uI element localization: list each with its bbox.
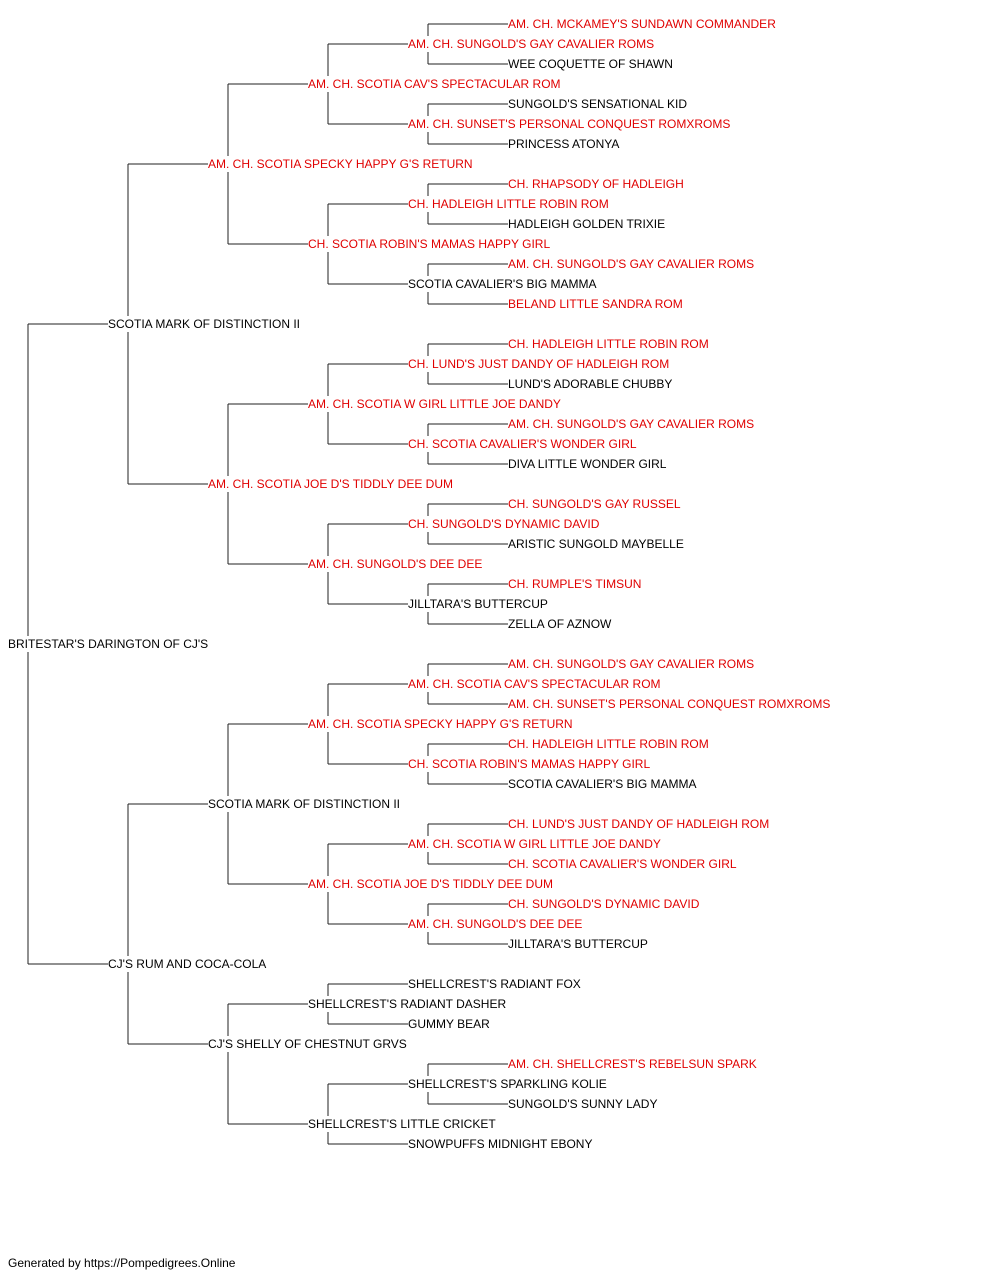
- ancestor-name: SCOTIA CAVALIER'S BIG MAMMA: [408, 277, 597, 291]
- ancestor-name: WEE COQUETTE OF SHAWN: [508, 57, 673, 71]
- ancestor-name: SCOTIA CAVALIER'S BIG MAMMA: [508, 777, 697, 791]
- generator-credit: Generated by https://Pompedigrees.Online: [8, 1256, 236, 1270]
- ancestor-name: SCOTIA MARK OF DISTINCTION II: [108, 317, 300, 331]
- ancestor-name: JILLTARA'S BUTTERCUP: [408, 597, 548, 611]
- ancestor-name: AM. CH. SCOTIA JOE D'S TIDDLY DEE DUM: [208, 477, 453, 491]
- ancestor-name: AM. CH. SUNSET'S PERSONAL CONQUEST ROMXR…: [508, 697, 830, 711]
- ancestor-name: CH. SUNGOLD'S GAY RUSSEL: [508, 497, 681, 511]
- ancestor-name: PRINCESS ATONYA: [508, 137, 619, 151]
- ancestor-name: LUND'S ADORABLE CHUBBY: [508, 377, 672, 391]
- ancestor-name: AM. CH. SCOTIA SPECKY HAPPY G'S RETURN: [308, 717, 573, 731]
- ancestor-name: AM. CH. SUNGOLD'S DEE DEE: [408, 917, 582, 931]
- ancestor-name: GUMMY BEAR: [408, 1017, 490, 1031]
- ancestor-name: CH. HADLEIGH LITTLE ROBIN ROM: [508, 337, 709, 351]
- ancestor-name: AM. CH. SUNSET'S PERSONAL CONQUEST ROMXR…: [408, 117, 730, 131]
- ancestor-name: CH. LUND'S JUST DANDY OF HADLEIGH ROM: [408, 357, 669, 371]
- ancestor-name: CH. LUND'S JUST DANDY OF HADLEIGH ROM: [508, 817, 769, 831]
- ancestor-name: CH. SUNGOLD'S DYNAMIC DAVID: [508, 897, 700, 911]
- ancestor-name: ARISTIC SUNGOLD MAYBELLE: [508, 537, 684, 551]
- ancestor-name: AM. CH. SCOTIA W GIRL LITTLE JOE DANDY: [308, 397, 561, 411]
- ancestor-name: CJ'S SHELLY OF CHESTNUT GRVS: [208, 1037, 407, 1051]
- ancestor-name: AM. CH. SUNGOLD'S DEE DEE: [308, 557, 482, 571]
- ancestor-name: AM. CH. SUNGOLD'S GAY CAVALIER ROMS: [508, 657, 754, 671]
- ancestor-name: JILLTARA'S BUTTERCUP: [508, 937, 648, 951]
- ancestor-name: AM. CH. SCOTIA SPECKY HAPPY G'S RETURN: [208, 157, 473, 171]
- ancestor-name: CH. SCOTIA CAVALIER'S WONDER GIRL: [408, 437, 637, 451]
- ancestor-name: BELAND LITTLE SANDRA ROM: [508, 297, 683, 311]
- ancestor-name: AM. CH. SCOTIA CAV'S SPECTACULAR ROM: [308, 77, 561, 91]
- ancestor-name: CH. SCOTIA ROBIN'S MAMAS HAPPY GIRL: [408, 757, 650, 771]
- ancestor-name: AM. CH. SCOTIA JOE D'S TIDDLY DEE DUM: [308, 877, 553, 891]
- subject-dog-name: BRITESTAR'S DARINGTON OF CJ'S: [8, 637, 208, 651]
- ancestor-name: AM. CH. SCOTIA CAV'S SPECTACULAR ROM: [408, 677, 661, 691]
- ancestor-name: SNOWPUFFS MIDNIGHT EBONY: [408, 1137, 592, 1151]
- ancestor-name: AM. CH. SUNGOLD'S GAY CAVALIER ROMS: [508, 257, 754, 271]
- ancestor-name: AM. CH. SHELLCREST'S REBELSUN SPARK: [508, 1057, 757, 1071]
- ancestor-name: CH. RUMPLE'S TIMSUN: [508, 577, 641, 591]
- ancestor-name: SHELLCREST'S LITTLE CRICKET: [308, 1117, 496, 1131]
- ancestor-name: ZELLA OF AZNOW: [508, 617, 612, 631]
- ancestor-name: SUNGOLD'S SENSATIONAL KID: [508, 97, 687, 111]
- ancestor-name: AM. CH. SUNGOLD'S GAY CAVALIER ROMS: [508, 417, 754, 431]
- ancestor-name: SUNGOLD'S SUNNY LADY: [508, 1097, 657, 1111]
- ancestor-name: AM. CH. SUNGOLD'S GAY CAVALIER ROMS: [408, 37, 654, 51]
- ancestor-name: DIVA LITTLE WONDER GIRL: [508, 457, 667, 471]
- ancestor-name: CH. HADLEIGH LITTLE ROBIN ROM: [408, 197, 609, 211]
- ancestor-name: CH. SUNGOLD'S DYNAMIC DAVID: [408, 517, 600, 531]
- ancestor-name: SCOTIA MARK OF DISTINCTION II: [208, 797, 400, 811]
- ancestor-name: AM. CH. MCKAMEY'S SUNDAWN COMMANDER: [508, 17, 776, 31]
- ancestor-name: CH. HADLEIGH LITTLE ROBIN ROM: [508, 737, 709, 751]
- ancestor-name: SHELLCREST'S RADIANT FOX: [408, 977, 581, 991]
- ancestor-name: CH. SCOTIA ROBIN'S MAMAS HAPPY GIRL: [308, 237, 550, 251]
- ancestor-name: SHELLCREST'S SPARKLING KOLIE: [408, 1077, 607, 1091]
- ancestor-name: CJ'S RUM AND COCA-COLA: [108, 957, 266, 971]
- ancestor-name: CH. SCOTIA CAVALIER'S WONDER GIRL: [508, 857, 737, 871]
- ancestor-name: CH. RHAPSODY OF HADLEIGH: [508, 177, 684, 191]
- ancestor-name: AM. CH. SCOTIA W GIRL LITTLE JOE DANDY: [408, 837, 661, 851]
- ancestor-name: SHELLCREST'S RADIANT DASHER: [308, 997, 506, 1011]
- ancestor-name: HADLEIGH GOLDEN TRIXIE: [508, 217, 665, 231]
